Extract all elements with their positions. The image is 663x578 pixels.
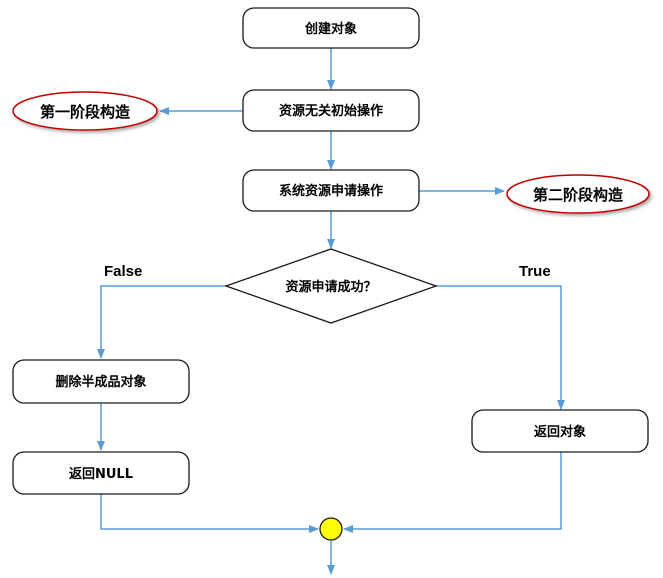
node-create-label: 创建对象: [304, 21, 357, 37]
node-decision-label: 资源申请成功？: [285, 279, 376, 295]
edge-return-null-to-merge: [100, 494, 319, 533]
merge-point: [319, 517, 343, 541]
node-init-label: 资源无关初始操作: [279, 103, 383, 119]
branch-false-label: False: [104, 263, 142, 280]
stage-second-label: 第二阶段构造: [533, 186, 623, 204]
edge-decision-false: [97, 285, 226, 359]
node-apply: 系统资源申请操作: [242, 169, 420, 212]
node-apply-label: 系统资源申请操作: [279, 183, 383, 199]
node-return-null: 返回NULL: [12, 451, 190, 495]
node-decision: 资源申请成功？: [224, 248, 438, 324]
node-return-obj: 返回对象: [471, 409, 649, 453]
stage-first-label: 第一阶段构造: [40, 103, 130, 121]
node-delete: 删除半成品对象: [12, 359, 190, 404]
node-delete-label: 删除半成品对象: [55, 374, 146, 390]
node-init: 资源无关初始操作: [242, 89, 420, 132]
stage-second: 第二阶段构造: [506, 174, 650, 214]
node-create: 创建对象: [242, 7, 420, 49]
branch-true-label: True: [519, 263, 551, 280]
stage-first: 第一阶段构造: [12, 91, 158, 131]
connectors: [97, 48, 565, 575]
edge-return-obj-to-merge: [343, 452, 562, 533]
node-return-null-label: 返回NULL: [69, 467, 133, 482]
edge-decision-true: [436, 285, 565, 410]
node-return-obj-label: 返回对象: [534, 424, 586, 440]
